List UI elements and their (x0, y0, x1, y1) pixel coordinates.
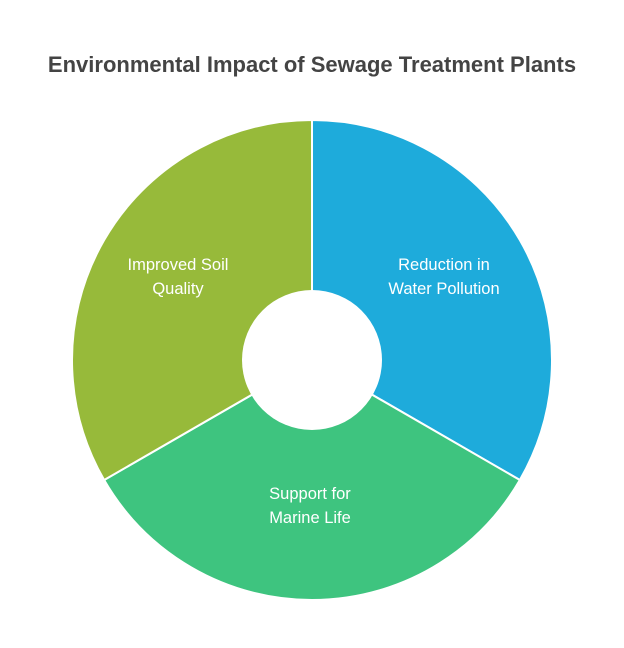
segment-1 (102, 358, 522, 601)
segment-label: Reduction in Water Pollution (388, 256, 499, 298)
diagram-title: Environmental Impact of Sewage Treatment… (47, 52, 577, 77)
segment-label-line: Quality (152, 280, 204, 298)
segment-label-line: Improved Soil (128, 256, 229, 274)
donut-hole (242, 290, 382, 430)
segment-label-line: Water Pollution (388, 280, 499, 298)
segment-label-line: Marine Life (269, 509, 351, 527)
segment-label-line: Reduction in (398, 256, 490, 274)
segment-label-line: Support for (269, 485, 351, 503)
